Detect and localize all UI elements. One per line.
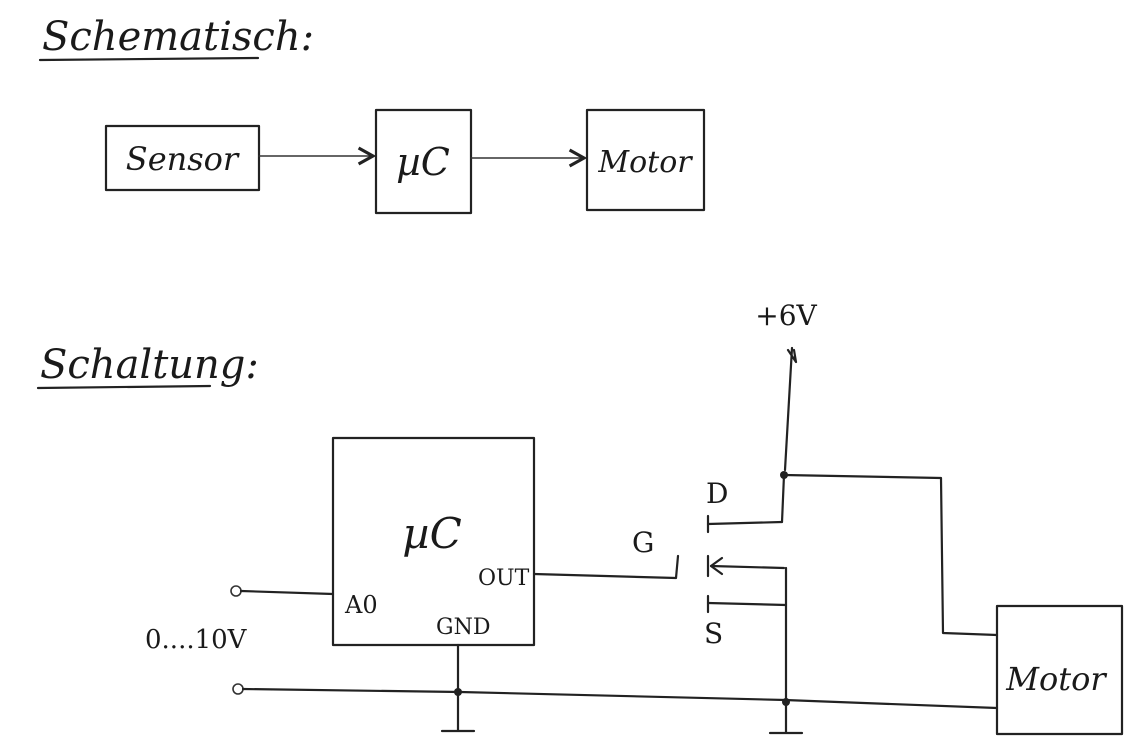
mcu-input-pin-label: A0 [344, 591, 378, 619]
input-wire [239, 589, 335, 596]
drain-label: D [706, 477, 728, 510]
mcu-label: µC [402, 509, 461, 558]
motor-label: Motor [597, 145, 693, 180]
gate-label: G [632, 526, 654, 559]
mcu-output-pin-label: OUT [478, 566, 530, 591]
schematic-heading-underline [38, 56, 260, 62]
input-range-label: 0....10V [145, 625, 248, 655]
mcu-ground-junction [454, 688, 462, 696]
schematic-heading: Schematisch: [42, 14, 314, 60]
drain-wire [780, 473, 786, 524]
motor-block: Motor [585, 108, 706, 212]
supply-label: +6V [755, 299, 817, 332]
mcu-box: µC A0 OUT GND [331, 436, 536, 647]
sensor-label: Sensor [126, 140, 240, 178]
circuit-heading: Schaltung: [40, 342, 259, 388]
input-terminal [230, 585, 242, 597]
uc-label: µC [396, 140, 450, 184]
ground-terminal [232, 683, 244, 695]
mcu-ground-pin-label: GND [436, 615, 490, 640]
circuit-heading-underline [36, 384, 212, 390]
gate-wire [532, 554, 680, 580]
mosfet: D S [704, 477, 788, 650]
source-ground-junction [782, 698, 790, 706]
motor-supply-wire [782, 473, 999, 637]
circuit-motor-label: Motor [1005, 660, 1107, 698]
sensor-block: Sensor [104, 124, 261, 192]
motor-box: Motor [995, 604, 1124, 736]
uc-block: µC [374, 108, 473, 215]
supply-arrow [783, 346, 798, 472]
ground-wire [241, 687, 999, 710]
source-label: S [704, 617, 723, 650]
